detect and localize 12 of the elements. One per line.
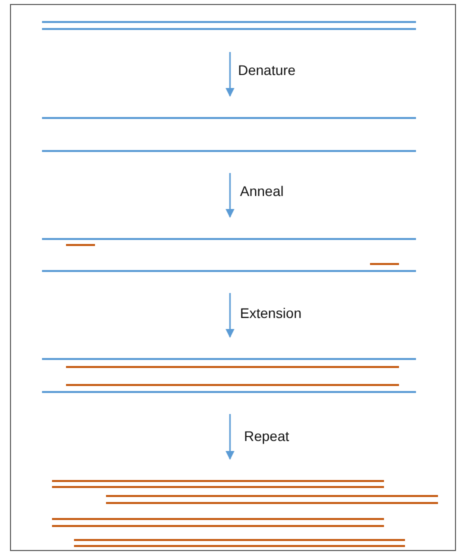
edge-label: Extension	[240, 305, 302, 321]
dna-strands-drawing	[42, 114, 418, 155]
arrow	[226, 52, 234, 97]
dna-strands-drawing	[50, 477, 440, 550]
edge-label: Repeat	[244, 428, 290, 444]
arrow	[226, 173, 234, 218]
dna-strands-drawing	[42, 355, 418, 396]
edge-label: Anneal	[240, 183, 284, 199]
dna-strands-drawing	[42, 235, 418, 275]
edge-label: Denature	[238, 62, 296, 78]
arrow	[226, 293, 234, 338]
arrow	[226, 414, 234, 460]
